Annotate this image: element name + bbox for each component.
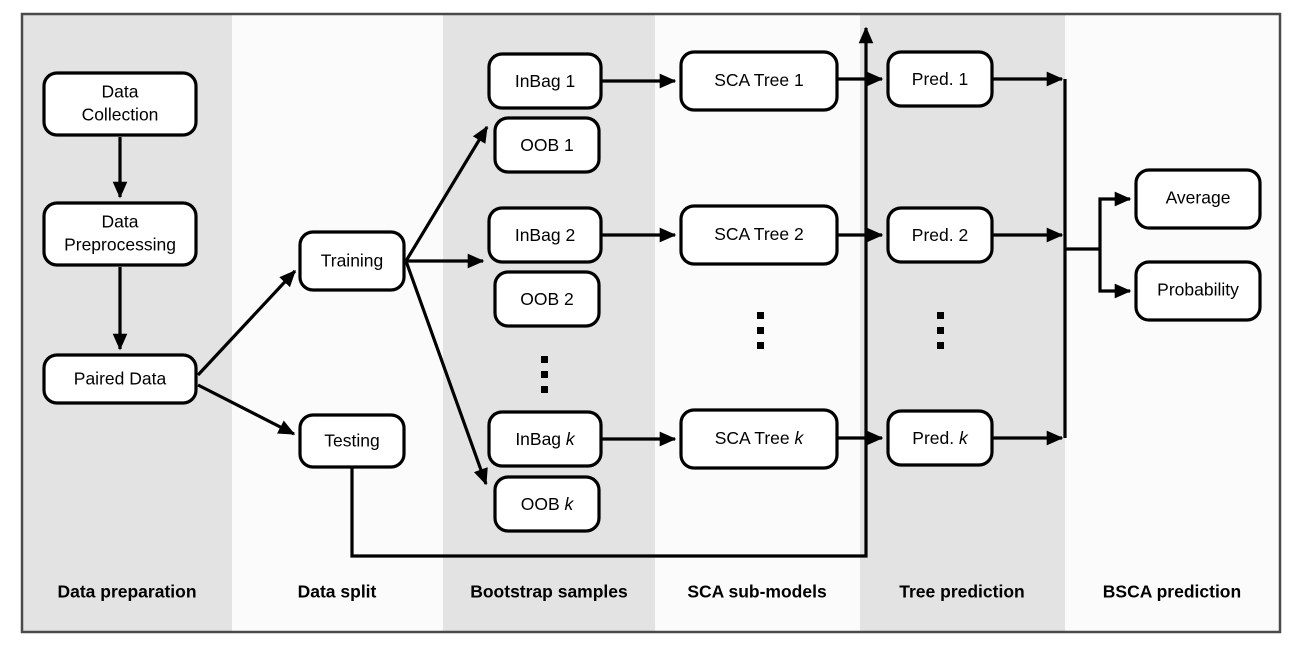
connectors xyxy=(112,26,1132,558)
svg-text:OOB 1: OOB 1 xyxy=(520,135,574,155)
svg-text:OOB k: OOB k xyxy=(521,494,575,514)
node-testing-label: Testing xyxy=(324,431,379,451)
ellipsis-sca-sub-models xyxy=(757,312,764,349)
svg-text:SCA Tree 1: SCA Tree 1 xyxy=(714,70,804,90)
node-pred-1-index: 1 xyxy=(958,69,968,89)
node-average-label: Average xyxy=(1166,188,1231,208)
node-inbag-1-index: 1 xyxy=(565,71,575,91)
svg-text:Pred. k: Pred. k xyxy=(912,428,969,448)
band-label-sca-sub-models: SCA sub-models xyxy=(687,582,827,602)
node-sca-tree-k-base: SCA Tree xyxy=(715,428,790,448)
node-inbag-k-index: k xyxy=(566,429,576,449)
band-sca-sub-models xyxy=(655,14,860,632)
node-sca-tree-1[interactable]: SCA Tree 1 xyxy=(679,50,839,112)
band-bsca-prediction xyxy=(1065,14,1280,632)
node-sca-tree-k[interactable]: SCA Tree k xyxy=(679,408,839,470)
svg-text:Pred. 2: Pred. 2 xyxy=(912,225,968,245)
node-testing[interactable]: Testing xyxy=(298,413,406,469)
band-label-tree-prediction: Tree prediction xyxy=(899,582,1024,602)
node-pred-2-index: 2 xyxy=(958,225,968,245)
svg-text:Pred. 1: Pred. 1 xyxy=(912,69,968,89)
svg-text:SCA Tree k: SCA Tree k xyxy=(715,428,805,448)
node-inbag-1-base: InBag xyxy=(515,71,561,91)
band-backgrounds xyxy=(22,14,1280,632)
ellipsis-bootstrap xyxy=(541,356,548,393)
node-oob-1-index: 1 xyxy=(564,135,574,155)
edge-output-bus-to-average xyxy=(1098,191,1132,249)
node-pred-2-base: Pred. xyxy=(912,225,954,245)
node-pred-2[interactable]: Pred. 2 xyxy=(886,206,994,264)
node-inbag-1[interactable]: InBag 1 xyxy=(487,52,603,110)
node-inbag-2[interactable]: InBag 2 xyxy=(487,206,603,264)
band-label-bsca-prediction: BSCA prediction xyxy=(1103,582,1241,602)
node-data-preprocessing[interactable]: Data Preprocessing xyxy=(42,201,198,267)
node-training-label: Training xyxy=(321,251,384,271)
svg-text:SCA Tree 2: SCA Tree 2 xyxy=(714,224,804,244)
band-label-data-split: Data split xyxy=(298,582,377,602)
node-oob-1[interactable]: OOB 1 xyxy=(493,116,601,174)
node-oob-k-index: k xyxy=(565,494,575,514)
node-pred-1-base: Pred. xyxy=(912,69,954,89)
node-pred-k-index: k xyxy=(959,428,969,448)
node-data-collection[interactable]: Data Collection xyxy=(42,71,198,137)
band-tree-prediction xyxy=(860,14,1065,632)
node-inbag-2-index: 2 xyxy=(565,225,575,245)
edge-paired-data-to-testing xyxy=(197,383,296,436)
band-labels: Data preparation Data split Bootstrap sa… xyxy=(57,582,1241,602)
node-sca-tree-2[interactable]: SCA Tree 2 xyxy=(679,204,839,266)
node-oob-2[interactable]: OOB 2 xyxy=(493,270,601,328)
edge-output-bus-to-probability xyxy=(1098,249,1132,299)
node-sca-tree-2-index: 2 xyxy=(794,224,804,244)
node-pred-k-base: Pred. xyxy=(912,428,954,448)
node-probability-label: Probability xyxy=(1157,280,1239,300)
node-inbag-k-base: InBag xyxy=(515,429,561,449)
svg-text:InBag k: InBag k xyxy=(515,429,576,449)
node-data-preprocessing-line2: Preprocessing xyxy=(64,235,176,255)
edge-paired-data-to-training xyxy=(196,269,297,377)
band-label-data-preparation: Data preparation xyxy=(57,582,196,602)
svg-text:OOB 2: OOB 2 xyxy=(520,289,574,309)
node-oob-2-base: OOB xyxy=(520,289,559,309)
node-oob-2-index: 2 xyxy=(564,289,574,309)
diagram-outer-frame xyxy=(20,12,1282,634)
node-sca-tree-2-base: SCA Tree xyxy=(714,224,789,244)
edge-testing-feedback-to-tree-bus xyxy=(350,26,874,558)
node-paired-data[interactable]: Paired Data xyxy=(42,353,198,405)
node-sca-tree-k-index: k xyxy=(795,428,805,448)
node-oob-1-base: OOB xyxy=(520,135,559,155)
ellipsis-tree-prediction xyxy=(937,312,944,349)
ellipsis-marks xyxy=(541,312,944,393)
svg-text:InBag 1: InBag 1 xyxy=(515,71,575,91)
node-sca-tree-1-base: SCA Tree xyxy=(714,70,789,90)
band-data-split xyxy=(232,14,443,632)
edge-training-to-inbag-1 xyxy=(404,125,489,262)
node-data-collection-line1: Data xyxy=(102,82,139,102)
node-training[interactable]: Training xyxy=(298,230,406,292)
node-paired-data-label: Paired Data xyxy=(74,369,167,389)
node-inbag-2-base: InBag xyxy=(515,225,561,245)
node-oob-k[interactable]: OOB k xyxy=(493,475,601,533)
node-pred-k[interactable]: Pred. k xyxy=(886,409,994,467)
band-label-bootstrap-samples: Bootstrap samples xyxy=(470,582,628,602)
node-data-preprocessing-line1: Data xyxy=(102,212,139,232)
node-probability[interactable]: Probability xyxy=(1134,260,1262,322)
node-oob-k-base: OOB xyxy=(521,494,560,514)
node-sca-tree-1-index: 1 xyxy=(794,70,804,90)
node-inbag-k[interactable]: InBag k xyxy=(487,410,603,468)
svg-text:InBag 2: InBag 2 xyxy=(515,225,575,245)
node-data-collection-line2: Collection xyxy=(82,105,159,125)
node-average[interactable]: Average xyxy=(1134,168,1262,230)
edge-training-to-oob-k xyxy=(404,260,488,486)
node-pred-1[interactable]: Pred. 1 xyxy=(886,50,994,108)
